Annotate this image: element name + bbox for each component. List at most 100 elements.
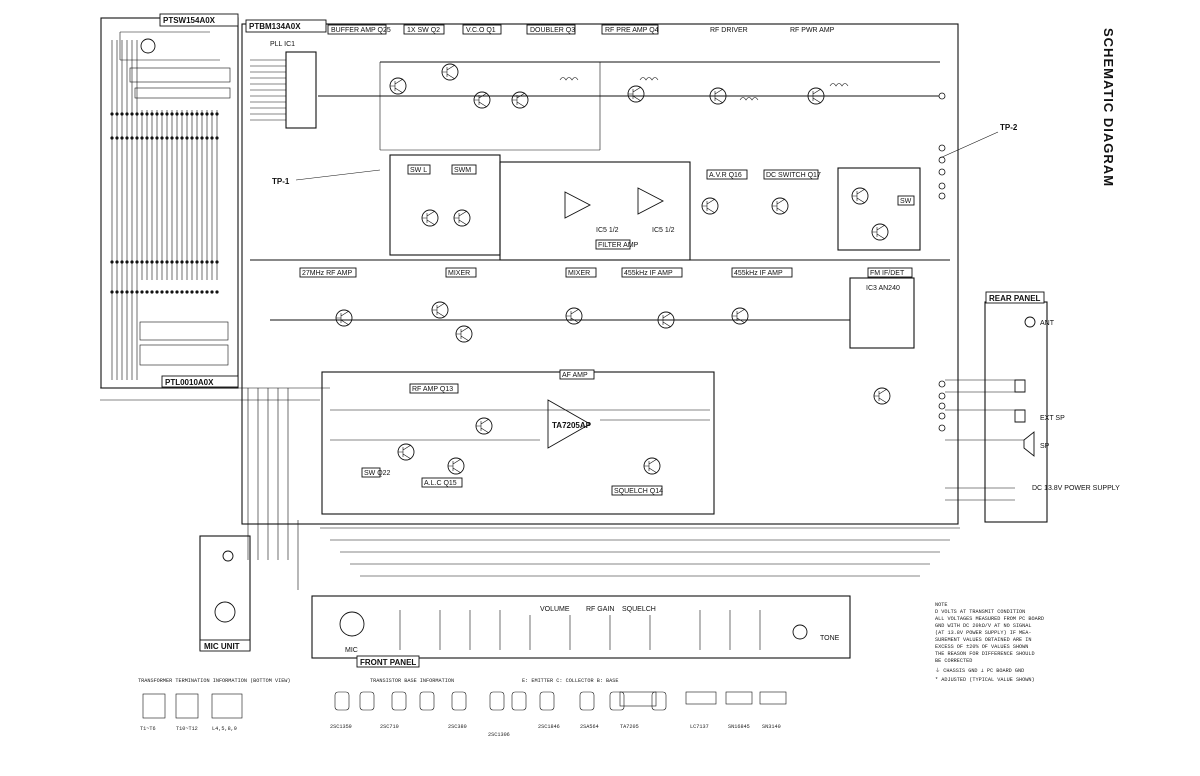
svg-text:2SC380: 2SC380 [448, 724, 467, 730]
package-outline [609, 691, 625, 711]
svg-text:EXT SP: EXT SP [1040, 415, 1065, 422]
bus-node [185, 112, 189, 116]
rear-panel: REAR PANEL ANT EXT SP SP DC 13.8V POWER … [945, 291, 1120, 523]
connector-node [938, 392, 946, 400]
bus-node [165, 260, 169, 264]
bus-node [195, 260, 199, 264]
bus-node [210, 136, 214, 140]
svg-text:FM IF/DET: FM IF/DET [870, 270, 905, 277]
bus-node [165, 136, 169, 140]
connector-node [938, 168, 946, 176]
bus-node [200, 112, 204, 116]
bus-node [175, 260, 179, 264]
svg-text:AF AMP: AF AMP [562, 372, 588, 379]
bus-node [215, 112, 219, 116]
bus-node [150, 290, 154, 294]
svg-text:2SA564: 2SA564 [580, 724, 599, 730]
ic-package [685, 691, 717, 705]
svg-text:SW Q22: SW Q22 [364, 470, 391, 477]
bus-node [115, 136, 119, 140]
svg-text:IC3 AN240: IC3 AN240 [866, 285, 900, 292]
bus-node [205, 260, 209, 264]
connector-node [938, 412, 946, 420]
bus-node [175, 112, 179, 116]
connector-node [938, 92, 946, 100]
bus-node [210, 260, 214, 264]
svg-text:VOLUME: VOLUME [540, 606, 570, 613]
bus-node [195, 290, 199, 294]
bus-node [170, 136, 174, 140]
bus-node [120, 290, 124, 294]
svg-text:EXCESS OF ±20% OF VALUES SHOWN: EXCESS OF ±20% OF VALUES SHOWN [935, 644, 1028, 650]
bus-node [160, 290, 164, 294]
bus-node [210, 290, 214, 294]
svg-text:GND WITH DC 20kΩ/V AT NO SIGNA: GND WITH DC 20kΩ/V AT NO SIGNAL [935, 623, 1032, 629]
bus-node [145, 290, 149, 294]
svg-text:MIC: MIC [345, 647, 358, 654]
bus-node [155, 136, 159, 140]
svg-text:DC 13.8V POWER SUPPLY: DC 13.8V POWER SUPPLY [1032, 485, 1120, 492]
svg-text:E: EMITTER C: COLLECTOR B: B: E: EMITTER C: COLLECTOR B: BASE [522, 678, 619, 684]
svg-text:2SC1306: 2SC1306 [488, 732, 510, 738]
package-outline [334, 691, 350, 711]
bus-node [140, 260, 144, 264]
bus-node [110, 136, 114, 140]
bus-node [150, 260, 154, 264]
bus-node [145, 260, 149, 264]
bus-node [120, 112, 124, 116]
svg-text:DC SWITCH Q17: DC SWITCH Q17 [766, 172, 821, 179]
bus-node [160, 136, 164, 140]
bus-node [200, 136, 204, 140]
ic-package [725, 691, 753, 705]
svg-text:FILTER AMP: FILTER AMP [598, 242, 639, 249]
connector-node [938, 144, 946, 152]
bus-node [175, 136, 179, 140]
svg-text:ANT: ANT [1040, 320, 1055, 327]
svg-text:2SC710: 2SC710 [380, 724, 399, 730]
bus-node [135, 260, 139, 264]
bus-node [215, 260, 219, 264]
bus-node [215, 290, 219, 294]
bus-node [185, 136, 189, 140]
svg-text:SQUELCH Q14: SQUELCH Q14 [614, 488, 663, 495]
svg-text:T1~T6: T1~T6 [140, 726, 156, 732]
bus-node [180, 260, 184, 264]
svg-text:RF AMP Q13: RF AMP Q13 [412, 386, 453, 393]
notes-block: NOTE D VOLTS AT TRANSMIT CONDITION ALL V… [935, 602, 1044, 683]
mic-unit-label: MIC UNIT [204, 642, 240, 651]
bus-node [205, 290, 209, 294]
bus-node [205, 136, 209, 140]
transistor-info: TRANSISTOR BASE INFORMATION E: EMITTER C… [330, 678, 787, 738]
bus-node [125, 136, 129, 140]
package-outline [359, 691, 375, 711]
bus-node [190, 136, 194, 140]
svg-text:A.V.R Q16: A.V.R Q16 [709, 172, 742, 179]
front-panel: FRONT PANEL MIC VOLUME RF GAIN SQUELCH T… [311, 595, 851, 668]
front-panel-label: FRONT PANEL [360, 658, 416, 667]
connector-node [938, 424, 946, 432]
package-outline [651, 691, 667, 711]
bus-node [155, 112, 159, 116]
svg-text:TA7205: TA7205 [620, 724, 639, 730]
svg-text:TRANSISTOR BASE INFORMATIO: TRANSISTOR BASE INFORMATION [370, 678, 454, 684]
svg-text:IC5 1/2: IC5 1/2 [652, 227, 675, 234]
connector-node [938, 182, 946, 190]
connector-node [938, 402, 946, 410]
connector-node [938, 192, 946, 200]
bus-node [160, 260, 164, 264]
bus-node [190, 290, 194, 294]
svg-text:NOTE: NOTE [935, 602, 947, 608]
bus-node [170, 260, 174, 264]
svg-text:2SC1846: 2SC1846 [538, 724, 560, 730]
bus-node [115, 112, 119, 116]
svg-text:SN16845: SN16845 [728, 724, 750, 730]
bus-node [190, 112, 194, 116]
bus-node [180, 136, 184, 140]
svg-text:SW: SW [900, 198, 912, 205]
svg-text:SN3140: SN3140 [762, 724, 781, 730]
bus-node [200, 260, 204, 264]
bus-node [140, 290, 144, 294]
package-outline [539, 691, 555, 711]
svg-text:(AT 13.8V POWER SUPPLY) IF MEA: (AT 13.8V POWER SUPPLY) IF MEA- [935, 630, 1032, 636]
svg-text:SWM: SWM [454, 167, 471, 174]
